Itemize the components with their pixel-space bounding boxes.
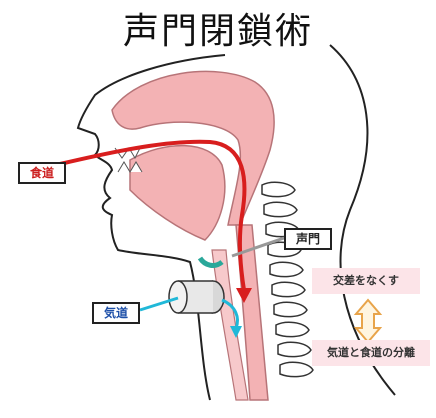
airway-arrowhead	[230, 326, 242, 338]
lower-teeth	[117, 161, 143, 173]
glottis-closure	[197, 256, 224, 268]
face-profile	[76, 54, 226, 401]
airway-pointer	[139, 296, 179, 312]
tongue	[129, 144, 226, 241]
page-title: 声門閉鎖術	[122, 11, 313, 52]
airway-label: 気道	[92, 302, 140, 324]
note-separation: 気道と食道の分離	[312, 340, 430, 366]
note-remove-crossing: 交差をなくす	[312, 268, 420, 294]
glottis-pointer	[231, 236, 285, 258]
cervical-spine	[261, 181, 314, 378]
food-path-arrow	[59, 139, 247, 291]
airway-path-arrow	[221, 298, 239, 329]
airway-cylinder-front	[168, 280, 188, 314]
glottis-label: 声門	[284, 228, 332, 250]
food-path-arrowhead	[236, 288, 252, 303]
head-back-outline	[329, 44, 396, 396]
esophagus-label: 食道	[18, 162, 66, 184]
separation-double-arrow	[353, 298, 383, 344]
